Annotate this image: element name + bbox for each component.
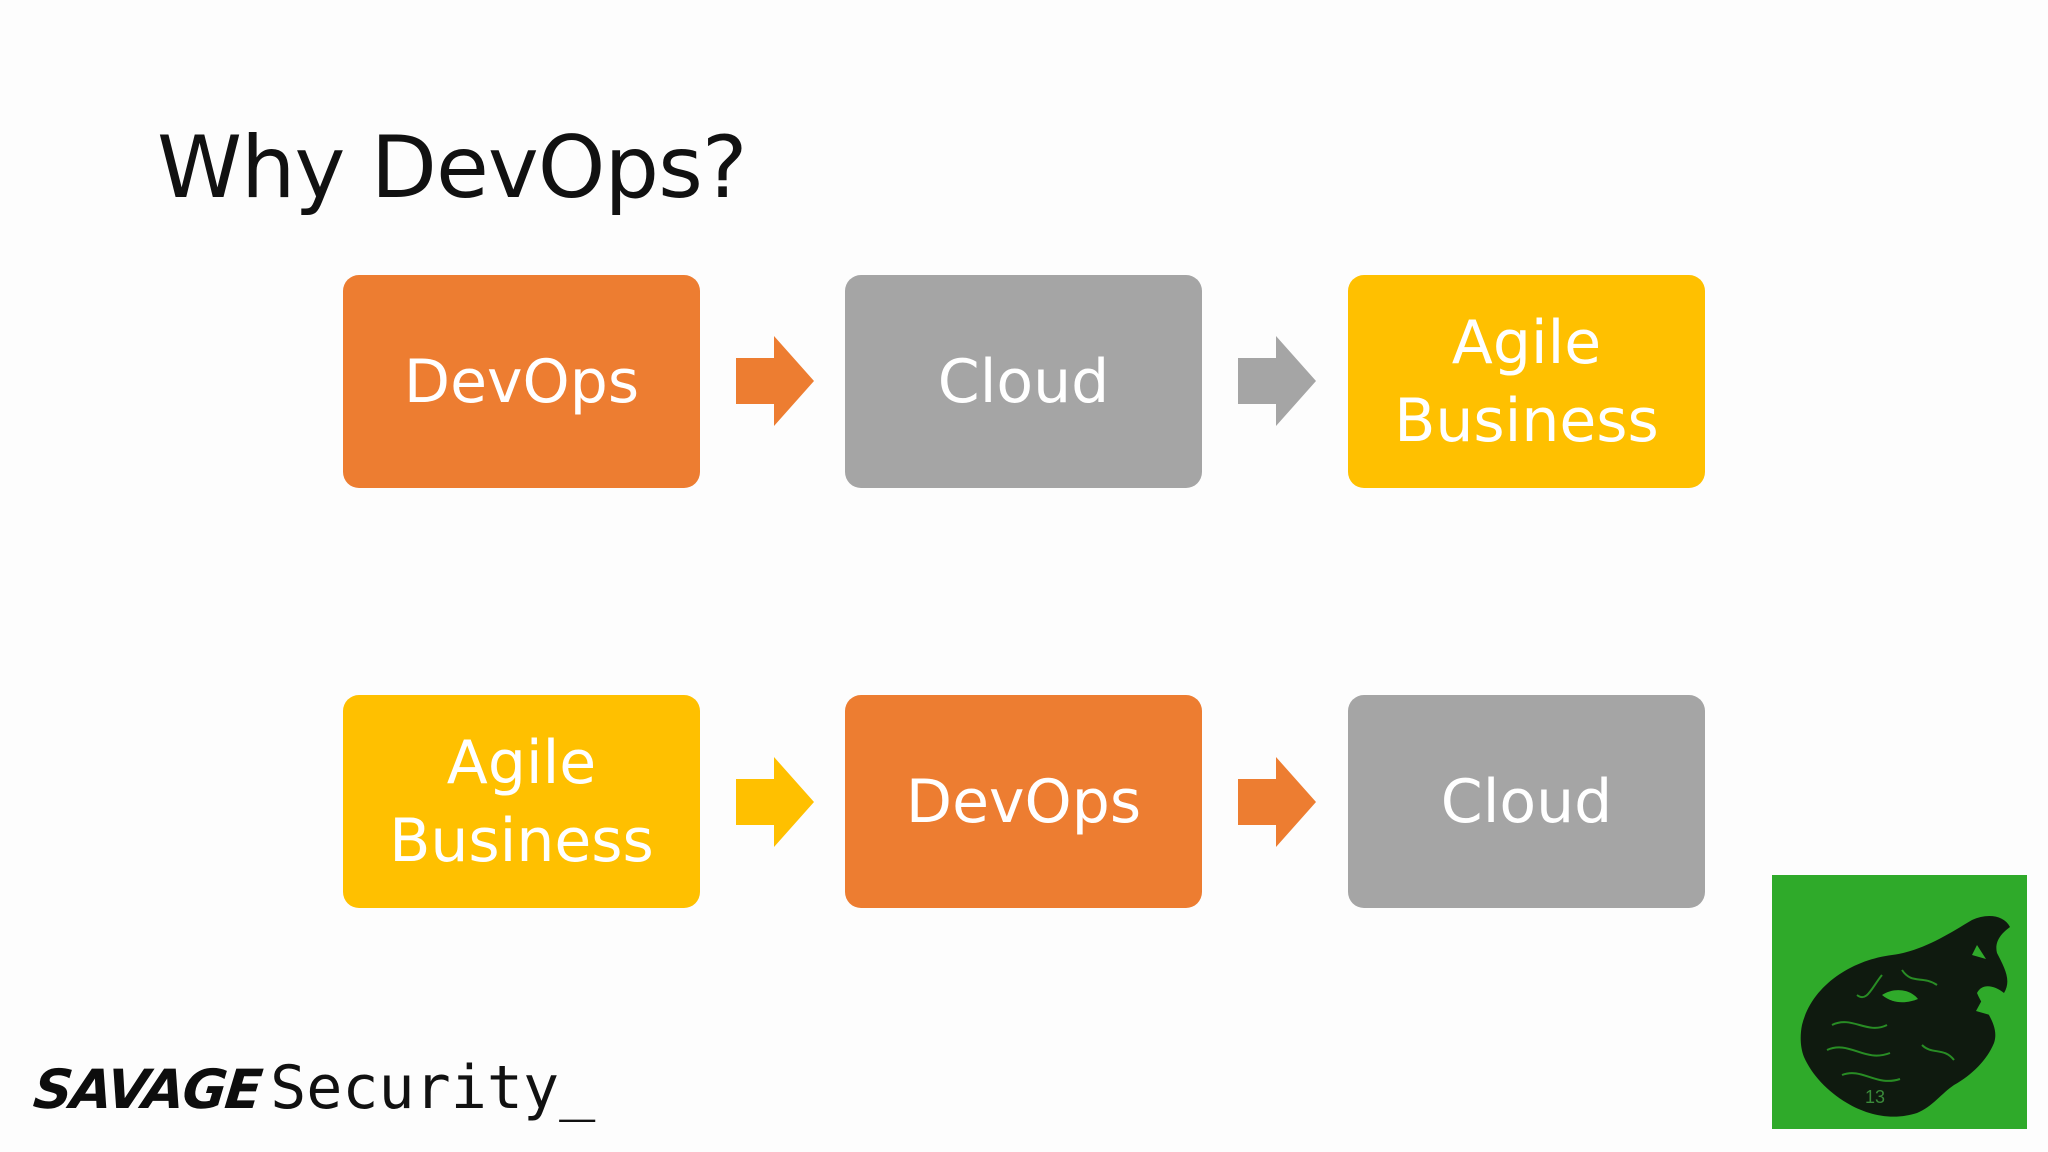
savage-security-logo: SAVAGE Security_ (30, 1053, 596, 1123)
logo-wordmark-bold: SAVAGE (30, 1058, 264, 1121)
box-label: DevOps (403, 346, 640, 417)
slide-title: Why DevOps? (157, 118, 748, 218)
box-cloud: Cloud (845, 275, 1202, 488)
tiger-badge (1772, 875, 2027, 1129)
box-agile-business: Agile Business (1348, 275, 1705, 488)
tiger-head-icon (1800, 915, 2010, 1117)
box-devops: DevOps (343, 275, 700, 488)
right-arrow-icon (1238, 336, 1316, 426)
logo-wordmark-text: Security_ (270, 1053, 596, 1123)
box-label-line-1: Agile (1451, 307, 1602, 378)
box-label: Cloud (1440, 766, 1613, 837)
box-label-line-2: Business (389, 805, 654, 876)
box-label-line-1: Agile (446, 727, 597, 798)
box-label: Cloud (937, 346, 1110, 417)
right-arrow-icon (1238, 757, 1316, 847)
box-cloud: Cloud (1348, 695, 1705, 908)
right-arrow-icon (736, 757, 814, 847)
slide-number: 13 (1865, 1087, 1886, 1107)
box-label: DevOps (905, 766, 1142, 837)
box-devops: DevOps (845, 695, 1202, 908)
box-label-line-2: Business (1394, 385, 1659, 456)
right-arrow-icon (736, 336, 814, 426)
box-agile-business: Agile Business (343, 695, 700, 908)
